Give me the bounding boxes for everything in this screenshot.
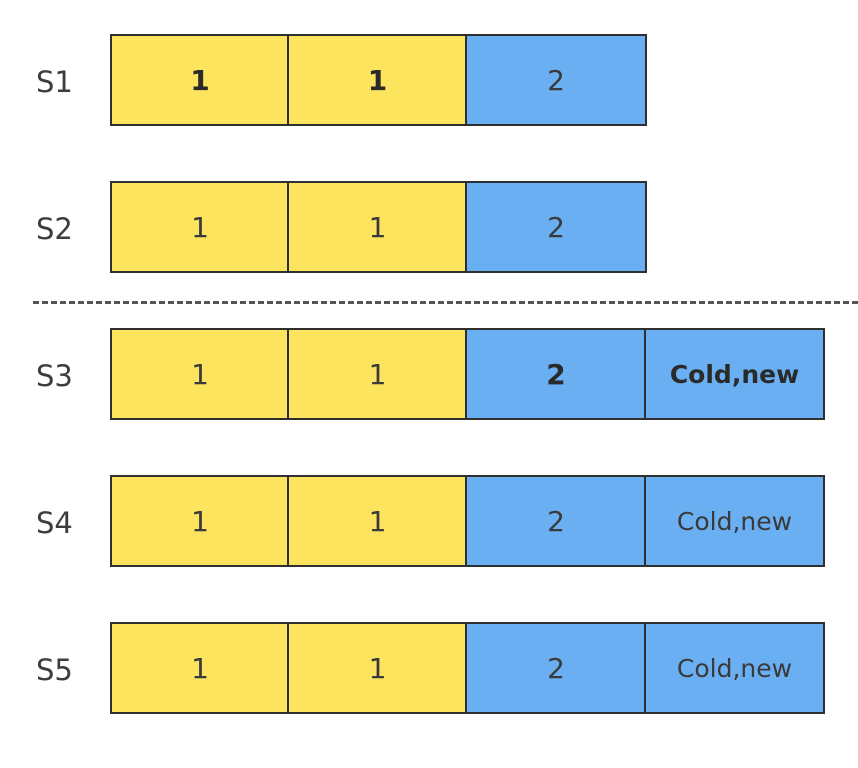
log-entry: 1 — [287, 34, 468, 126]
server-label: S3 — [36, 359, 73, 393]
log-entry: 2 — [465, 622, 647, 714]
log-entry: 1 — [287, 622, 468, 714]
server-row-s2: S2 1 1 2 — [0, 181, 858, 277]
log-entry: 1 — [110, 328, 290, 420]
log-entry-config: Cold,new — [644, 622, 825, 714]
log-entry: 1 — [110, 475, 290, 567]
log-entry-config: Cold,new — [644, 475, 825, 567]
log-entry: 1 — [287, 475, 468, 567]
log-entry: 2 — [465, 475, 647, 567]
server-label: S4 — [36, 506, 73, 540]
log-entry: 2 — [465, 328, 647, 420]
server-label: S2 — [36, 212, 73, 246]
server-row-s1: S1 1 1 2 — [0, 34, 858, 130]
server-label: S5 — [36, 653, 73, 687]
server-label: S1 — [36, 65, 73, 99]
partition-divider — [33, 301, 858, 304]
log-entry: 2 — [465, 181, 647, 273]
log-entry: 1 — [110, 34, 290, 126]
log-entry: 1 — [287, 181, 468, 273]
server-row-s5: S5 1 1 2 Cold,new — [0, 622, 858, 718]
log-entry: 2 — [465, 34, 647, 126]
log-entry-config: Cold,new — [644, 328, 825, 420]
log-entry: 1 — [287, 328, 468, 420]
server-row-s3: S3 1 1 2 Cold,new — [0, 328, 858, 424]
log-entry: 1 — [110, 181, 290, 273]
server-row-s4: S4 1 1 2 Cold,new — [0, 475, 858, 571]
log-entry: 1 — [110, 622, 290, 714]
